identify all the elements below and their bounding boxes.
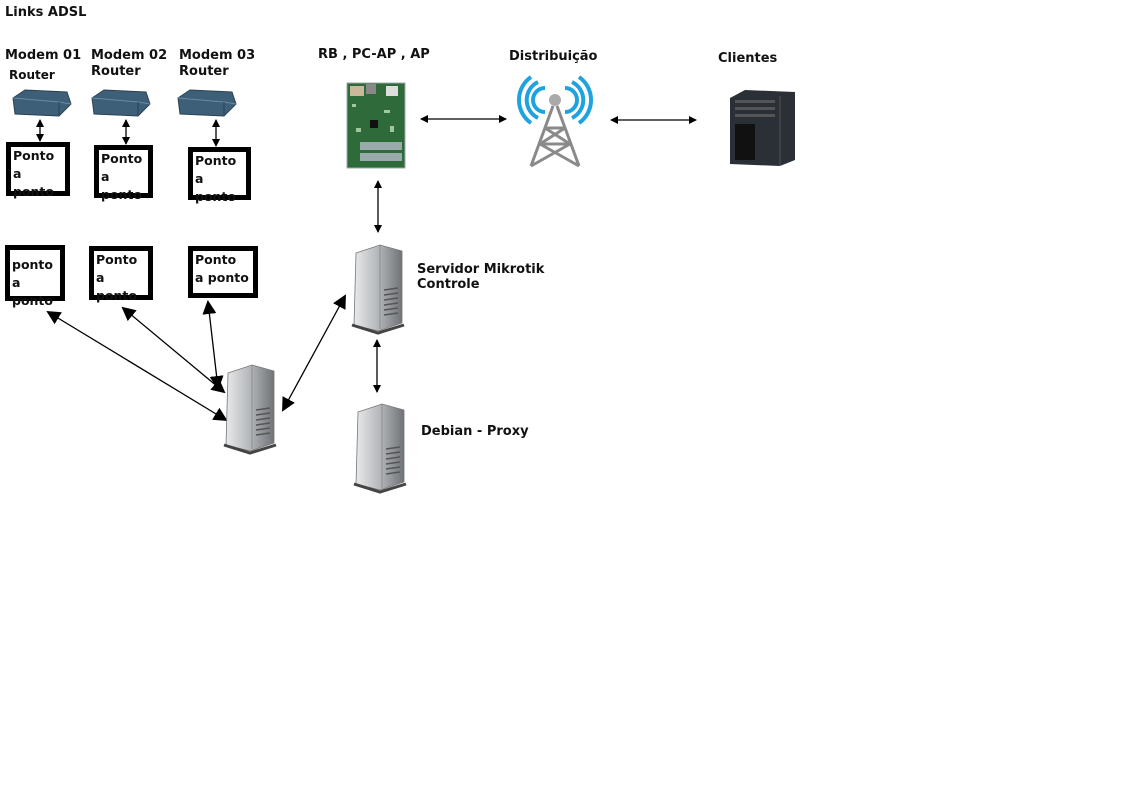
diagram-title: Links ADSL bbox=[5, 5, 87, 20]
client-server-icon bbox=[730, 90, 795, 166]
rb-label: RB , PC-AP , AP bbox=[318, 47, 430, 62]
adsl-modem-icon bbox=[12, 89, 72, 117]
server-tower-icon bbox=[352, 402, 408, 494]
mikrotik-label: Servidor Mikrotik bbox=[417, 262, 545, 277]
modem-label: Modem 03 bbox=[179, 48, 256, 63]
mikrotik-role: Controle bbox=[417, 277, 480, 292]
proxy-label: Debian - Proxy bbox=[421, 424, 529, 439]
routerboard-icon bbox=[346, 82, 406, 169]
server-tower-icon bbox=[222, 363, 278, 455]
adsl-modem-icon bbox=[91, 89, 151, 117]
clients-label: Clientes bbox=[718, 51, 778, 66]
wireless-tower-icon bbox=[517, 75, 593, 168]
modem-type: Router bbox=[91, 64, 141, 79]
link-arrow bbox=[46, 310, 228, 422]
link-arrow bbox=[202, 300, 224, 390]
link-arrow bbox=[121, 306, 226, 394]
modem-type: Router bbox=[179, 64, 229, 79]
link-arrow bbox=[282, 294, 346, 412]
adsl-modem-icon bbox=[177, 89, 237, 117]
server-tower-icon bbox=[350, 243, 406, 335]
modem-type: Router bbox=[9, 68, 55, 82]
distribution-label: Distribuição bbox=[509, 49, 598, 64]
modem-label: Modem 01 bbox=[5, 48, 82, 63]
modem-label: Modem 02 bbox=[91, 48, 168, 63]
